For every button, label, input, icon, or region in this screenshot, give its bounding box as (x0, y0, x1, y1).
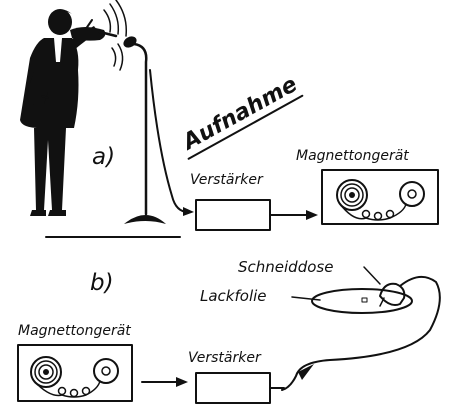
tape-recorder-a (321, 169, 439, 225)
arrow-icon (269, 210, 318, 220)
section-b: b) Schneiddose Lackfolie Magnettongerät (17, 258, 441, 404)
tape-reel-icon (30, 356, 62, 388)
tape-reel-icon (399, 181, 425, 207)
cutter-label: Schneiddose (238, 258, 333, 276)
amplifier-label-a: Verstärker (190, 172, 264, 188)
recording-banner-text: Aufnahme (177, 72, 301, 156)
recorder-label-a: Magnettongerät (296, 148, 409, 164)
tape-reel-icon (336, 179, 368, 211)
section-b-marker: b) (90, 270, 114, 296)
recording-banner: Aufnahme (177, 72, 304, 160)
amplifier-label-b: Verstärker (188, 350, 262, 366)
recorder-label-b: Magnettongerät (18, 323, 131, 339)
tape-reel-icon (93, 358, 119, 384)
amplifier-box-a (195, 199, 271, 231)
cutter-head-icon (379, 282, 406, 307)
cutter-cable (281, 275, 441, 391)
tape-recorder-b (17, 344, 133, 402)
disc-label: Lackfolie (200, 287, 267, 305)
amplifier-box-b (195, 372, 271, 404)
section-a-marker: a) (92, 144, 115, 170)
section-a: a) Aufnahme Verstärker Magnettongerät (20, 0, 439, 238)
arrow-icon (141, 377, 188, 387)
mic-cable (149, 69, 189, 213)
violinist-figure (20, 0, 128, 216)
lacquer-disc (311, 288, 413, 314)
microphone-icon (123, 36, 166, 224)
